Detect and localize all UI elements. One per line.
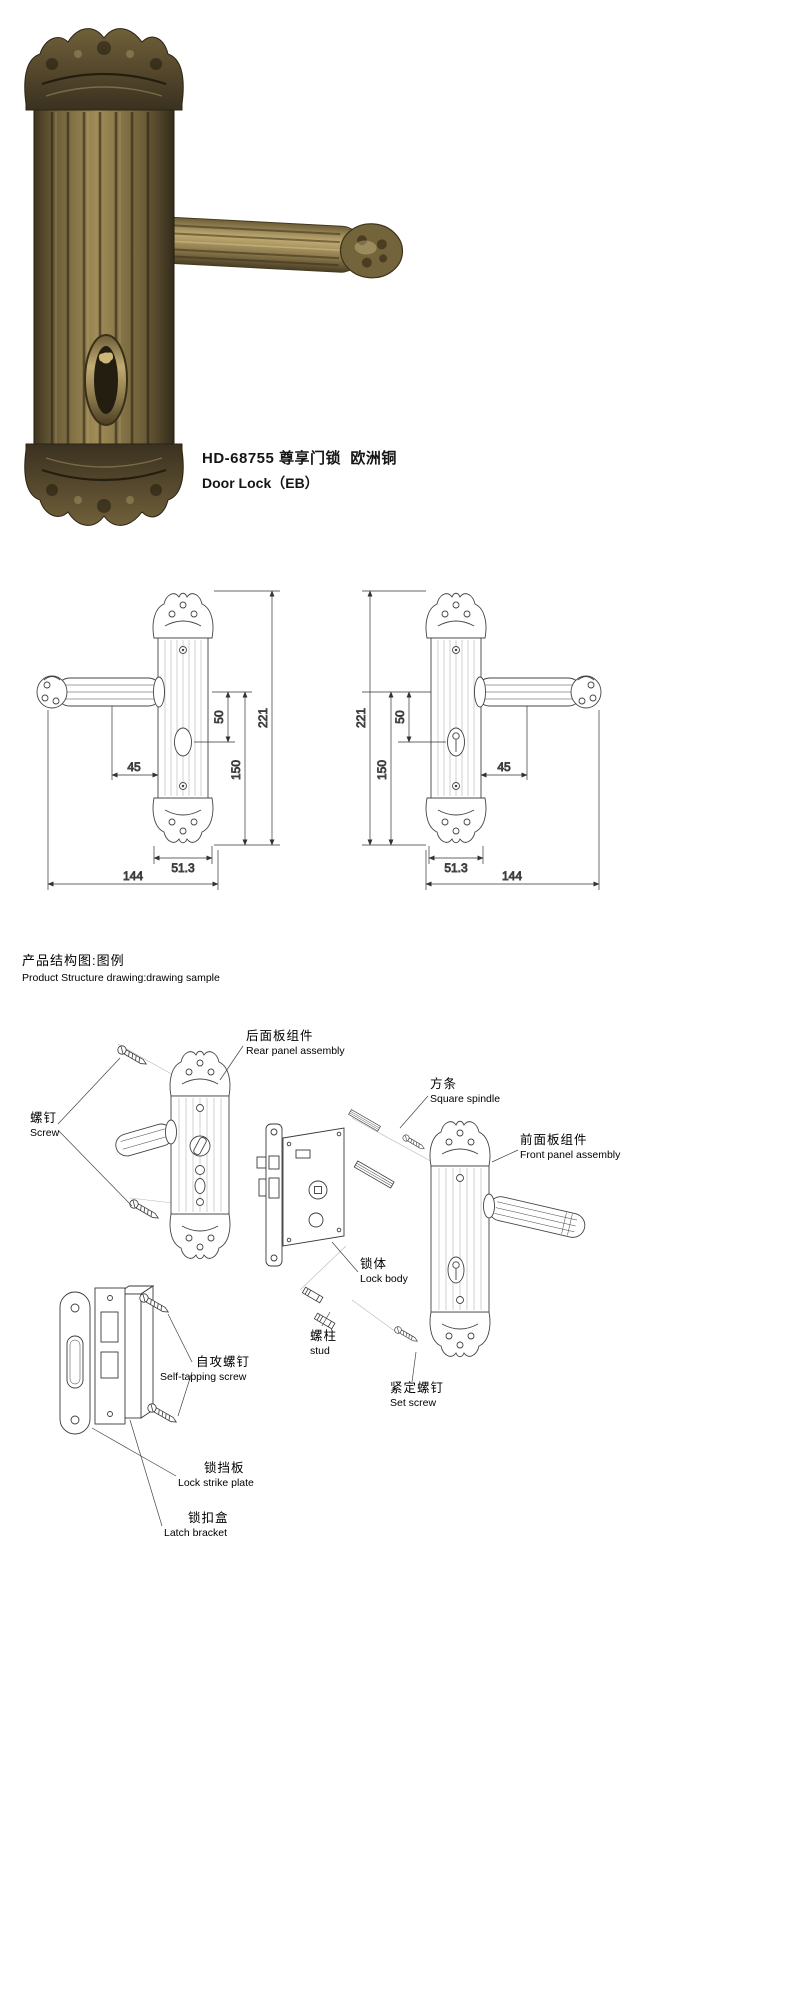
handle-ornate-tip xyxy=(339,223,404,279)
dim-left-150: 150 xyxy=(229,760,243,780)
label-stud-en: stud xyxy=(310,1345,330,1357)
label-set-screw-cn: 紧定螺钉 xyxy=(390,1380,444,1395)
label-strike-plate-cn: 锁挡板 xyxy=(204,1460,245,1475)
self-tapping-screw-2 xyxy=(145,1401,179,1427)
label-strike-plate-en: Lock strike plate xyxy=(178,1477,254,1489)
lock-body-part xyxy=(256,1123,345,1267)
lock-plate xyxy=(23,27,185,527)
label-stud-cn: 螺柱 xyxy=(310,1328,337,1343)
dim-left-144: 144 xyxy=(123,869,143,883)
label-rear-panel-cn: 后面板组件 xyxy=(246,1029,314,1043)
dim-left-51-3: 51.3 xyxy=(171,861,195,875)
exploded-diagram: 后面板组件 Rear panel assembly 方条 Square spin… xyxy=(30,1029,621,1539)
tech-handle-left xyxy=(36,675,163,709)
label-square-spindle-en: Square spindle xyxy=(430,1093,500,1105)
label-latch-bracket-en: Latch bracket xyxy=(164,1527,227,1539)
dim-right-51-3: 51.3 xyxy=(444,861,468,875)
set-screw-part xyxy=(393,1325,420,1345)
label-self-tapping-en: Self-tapping screw xyxy=(160,1371,247,1383)
structure-heading-en: Product Structure drawing:drawing sample xyxy=(22,972,220,984)
label-self-tapping-cn: 自攻螺钉 xyxy=(196,1355,250,1369)
label-leader-lines xyxy=(57,1045,519,1527)
plate-bottom-ornament xyxy=(23,442,185,527)
plate-top-ornament xyxy=(23,27,185,112)
label-lock-body-en: Lock body xyxy=(360,1273,409,1285)
tech-plate-right xyxy=(425,592,487,844)
tech-plate-left xyxy=(152,592,214,844)
keyhole-cylinder xyxy=(84,334,128,426)
dim-right-50: 50 xyxy=(393,710,407,724)
structure-section-heading: 产品结构图:图例 Product Structure drawing:drawi… xyxy=(22,950,220,984)
structure-heading-cn: 产品结构图:图例 xyxy=(22,953,125,968)
product-title-block: HD-68755 尊享门锁 欧洲铜 Door Lock（EB） xyxy=(202,447,397,493)
tech-drawing-left: 221 150 50 45 51.3 144 xyxy=(36,590,280,890)
dim-left-221: 221 xyxy=(256,708,270,728)
dimension-lines-left xyxy=(47,590,280,890)
label-latch-bracket-cn: 锁扣盒 xyxy=(188,1510,229,1525)
part-labels: 后面板组件 Rear panel assembly 方条 Square spin… xyxy=(30,1029,621,1539)
strike-group xyxy=(59,1285,155,1435)
label-rear-panel-en: Rear panel assembly xyxy=(246,1045,345,1057)
dim-right-45: 45 xyxy=(497,760,511,774)
tech-drawing-right: 221 150 50 45 51.3 144 xyxy=(354,590,602,890)
label-screw-cn: 螺钉 xyxy=(30,1111,57,1125)
screw-bottom xyxy=(127,1197,161,1223)
label-set-screw-en: Set screw xyxy=(390,1397,437,1409)
rear-panel-assembly xyxy=(115,1050,231,1260)
stud-part-1 xyxy=(301,1286,324,1304)
label-square-spindle-cn: 方条 xyxy=(430,1076,457,1091)
label-front-panel-en: Front panel assembly xyxy=(520,1149,621,1161)
label-lock-body-cn: 锁体 xyxy=(360,1256,387,1271)
square-spindle-part xyxy=(348,1109,427,1189)
dimension-lines-right xyxy=(362,590,600,890)
dim-left-50: 50 xyxy=(212,710,226,724)
tech-handle-right xyxy=(475,675,602,709)
product-subtitle: Door Lock（EB） xyxy=(202,475,319,491)
front-panel-assembly xyxy=(429,1120,586,1358)
dimension-drawings: 221 150 50 45 51.3 144 xyxy=(36,590,602,890)
dim-right-221: 221 xyxy=(354,708,368,728)
product-photo xyxy=(23,27,404,527)
screw-top xyxy=(115,1043,149,1069)
label-screw-en: Screw xyxy=(30,1127,60,1139)
label-front-panel-cn: 前面板组件 xyxy=(520,1132,588,1147)
dim-right-150: 150 xyxy=(375,760,389,780)
product-title: HD-68755 尊享门锁 欧洲铜 xyxy=(202,450,397,467)
dim-left-45: 45 xyxy=(127,760,141,774)
dim-right-144: 144 xyxy=(502,869,522,883)
spindle-screw xyxy=(401,1133,427,1152)
